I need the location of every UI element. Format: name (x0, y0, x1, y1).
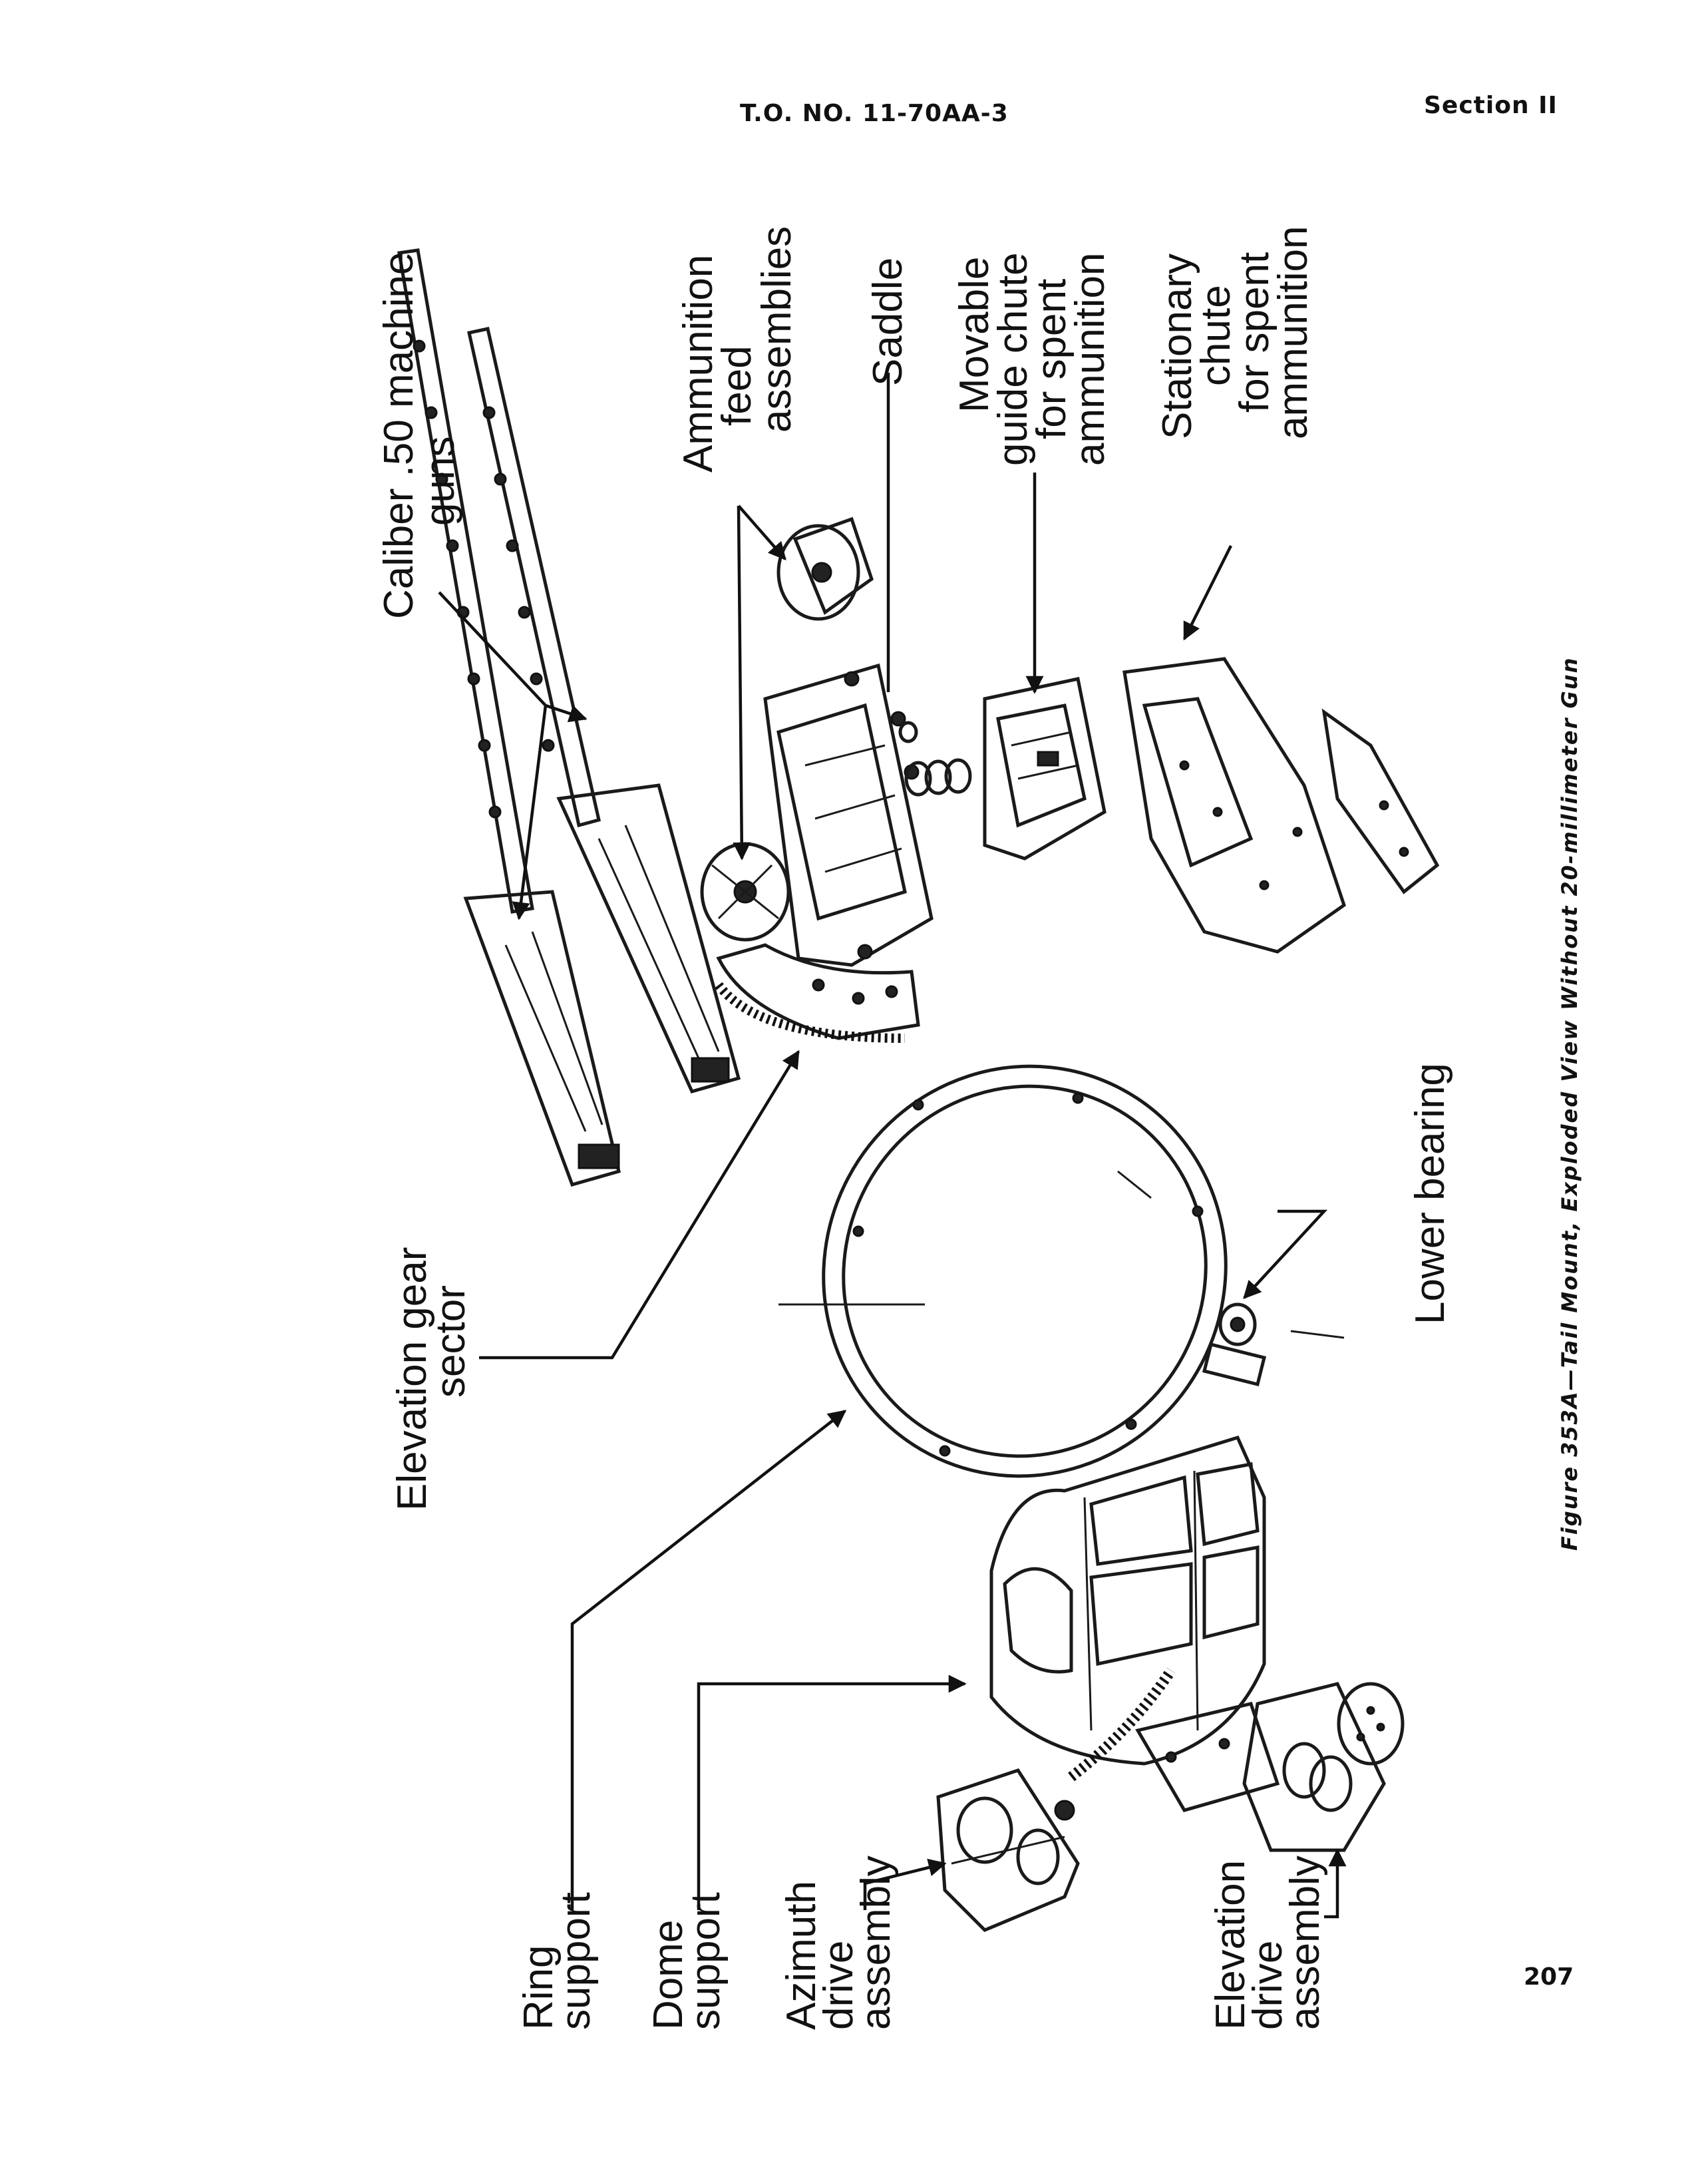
dome (989, 1435, 1266, 1766)
callout-elev-drive-line3: assembly (1282, 1856, 1328, 2030)
lower-bearing (1202, 1302, 1345, 1387)
callout-ammo-feed-line1: Ammunition (675, 255, 721, 473)
callout-stationary-chute: Stationarychutefor spentammunition (1154, 226, 1316, 439)
callout-elevation-gear: Elevation gearsector (389, 1247, 474, 1511)
callout-ammo-feed-line3: assemblies (754, 226, 800, 433)
document-number: T.O. NO. 11-70AA-3 (740, 100, 1009, 127)
svg-text:Azimuthdriveassembly: Azimuthdriveassembly (778, 1856, 899, 2030)
movable-guide-chute (983, 677, 1107, 861)
svg-text:Caliber .50 machineguns: Caliber .50 machineguns (376, 252, 463, 619)
svg-text:Elevation gearsector: Elevation gearsector (389, 1247, 474, 1511)
callout-ring-line2: support (553, 1892, 599, 2030)
callout-movable-line2: guide chute (990, 252, 1036, 466)
dome-support (1068, 1667, 1280, 1812)
callout-azimuth-line1: Azimuth (778, 1881, 824, 2030)
callout-azimuth-line2: drive (816, 1941, 862, 2030)
callout-dome-support: Domesupport (645, 1892, 729, 2030)
page-number: 207 (1524, 1963, 1574, 1991)
washer-stack (898, 721, 972, 797)
ammunition-feed-assembly-bottom (700, 842, 790, 942)
svg-text:Stationarychutefor spentammuni: Stationarychutefor spentammunition (1154, 226, 1316, 439)
figure-caption: Figure 353A—Tail Mount, Exploded View Wi… (1557, 657, 1582, 1551)
azimuth-drive-assembly (936, 1768, 1080, 1932)
elevation-drive-assembly (1242, 1682, 1405, 1852)
callout-lower-bearing: Lower bearing (1407, 1063, 1453, 1324)
svg-text:Ammunitionfeedassemblies: Ammunitionfeedassemblies (675, 226, 800, 473)
callout-movable-chute: Movableguide chutefor spentammunition (951, 252, 1113, 466)
svg-text:Saddle: Saddle (865, 258, 911, 386)
callout-azimuth-drive: Azimuthdriveassembly (778, 1856, 899, 2030)
svg-text:Ringsupport: Ringsupport (516, 1892, 599, 2030)
svg-text:Domesupport: Domesupport (645, 1892, 729, 2030)
callout-caliber-guns-line2: guns (417, 437, 463, 526)
callout-elev-drive-line2: drive (1245, 1941, 1291, 2030)
callout-ring-line1: Ring (516, 1945, 562, 2030)
callout-movable-line3: for spent (1029, 279, 1075, 439)
callout-stationary-line2: chute (1193, 285, 1239, 386)
callout-movable-line4: ammunition (1067, 253, 1113, 466)
callout-elev-gear-line2: sector (428, 1285, 474, 1398)
callout-dome-line2: support (683, 1892, 729, 2030)
callout-ammunition-feed: Ammunitionfeedassemblies (675, 226, 800, 473)
callout-stationary-line4: ammunition (1270, 226, 1316, 439)
elevation-gear-sector (715, 943, 920, 1043)
callout-dome-line1: Dome (645, 1920, 691, 2030)
callout-elev-drive-line1: Elevation (1208, 1860, 1254, 2030)
callout-stationary-line3: for spent (1232, 252, 1278, 413)
callout-azimuth-line3: assembly (853, 1856, 899, 2030)
callout-elev-gear-line1: Elevation gear (389, 1247, 435, 1511)
callout-ring-support: Ringsupport (516, 1892, 599, 2030)
ammunition-feed-assembly-top (776, 516, 874, 621)
callout-ammo-feed-line2: feed (714, 345, 760, 426)
section-heading: Section II (1424, 92, 1558, 119)
svg-text:Elevationdriveassembly: Elevationdriveassembly (1208, 1856, 1328, 2030)
svg-text:Movableguide chutefor spentamm: Movableguide chutefor spentammunition (951, 252, 1113, 466)
callout-movable-line1: Movable (951, 257, 997, 413)
leader-lines (438, 373, 1347, 1919)
callout-caliber-guns-line1: Caliber .50 machine (376, 252, 422, 619)
ring-support (778, 1064, 1228, 1478)
callout-stationary-line1: Stationary (1154, 254, 1200, 439)
callout-saddle-line1: Saddle (865, 258, 911, 386)
callout-caliber-guns: Caliber .50 machineguns (376, 252, 463, 619)
machine-gun-right (467, 327, 741, 1093)
callout-lower-bearing-line1: Lower bearing (1407, 1063, 1453, 1324)
saddle (763, 663, 934, 967)
svg-text:Lower bearing: Lower bearing (1407, 1063, 1453, 1324)
stationary-chute (1122, 657, 1440, 954)
callout-saddle: Saddle (865, 258, 911, 386)
callout-elevation-drive: Elevationdriveassembly (1208, 1856, 1328, 2030)
